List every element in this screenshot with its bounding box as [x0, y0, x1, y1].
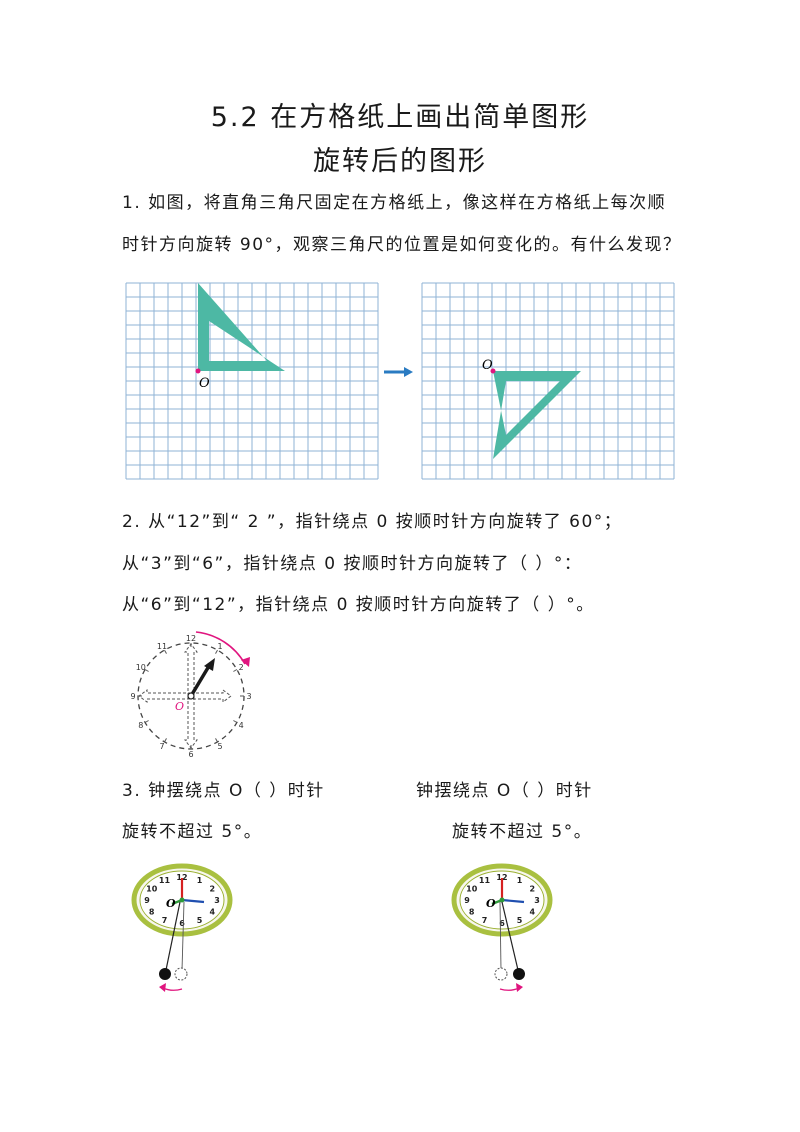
clock-number: 3 — [246, 692, 251, 701]
clock-tick — [215, 738, 218, 743]
clock-number: 8 — [138, 721, 143, 730]
clock-number: 11 — [157, 642, 167, 651]
pendulum-bob — [159, 968, 171, 980]
q2-text-line1: 2. 从“12”到“ 2 ”，指针绕点 0 按顺时针方向旋转了 60°； — [122, 512, 623, 532]
clock-number: 2 — [530, 885, 536, 894]
pivot-label: O — [166, 897, 176, 910]
swing-arc-arrow — [516, 983, 523, 992]
clock-number: 2 — [210, 885, 216, 894]
point-o-label: O — [482, 358, 493, 373]
clock-number: 2 — [239, 663, 244, 672]
clock-number: 3 — [214, 896, 220, 905]
q3-left-line1: 3. 钟摆绕点 O（ ）时针 — [122, 781, 325, 801]
swing-arc — [162, 987, 183, 991]
rotation-arc-arrow — [241, 657, 250, 667]
set-square-after — [493, 371, 581, 459]
clock-number: 12 — [496, 873, 507, 882]
clock-number: 1 — [197, 876, 203, 885]
clock-number: 11 — [479, 876, 491, 885]
hand-blue — [181, 898, 205, 904]
q2-text-line2: 从“3”到“6”，指针绕点 0 按顺时针方向旋转了（ ）°： — [122, 554, 583, 574]
clock-number: 6 — [179, 919, 185, 928]
clock-number: 12 — [176, 873, 187, 882]
pendulum-bob — [513, 968, 525, 980]
dashed-arrows — [138, 643, 232, 749]
clock-tick — [144, 669, 149, 672]
pendulum-bob-rest — [174, 967, 188, 981]
rotation-arc — [195, 631, 246, 665]
q1-text-line1: 1. 如图，将直角三角尺固定在方格纸上，像这样在方格纸上每次顺 — [122, 193, 667, 213]
pendulum-rod-rest — [499, 901, 502, 971]
clock-number: 4 — [239, 721, 244, 730]
set-square-before — [198, 283, 285, 371]
clock-hand — [189, 665, 211, 697]
clock-number: 11 — [159, 876, 171, 885]
clock-number: 8 — [149, 908, 155, 917]
clock-number: 8 — [469, 908, 475, 917]
clock-number: 7 — [482, 916, 488, 925]
clock-tick — [233, 669, 238, 672]
clock-number: 5 — [517, 916, 523, 925]
point-o-marker — [195, 368, 201, 374]
q3-right-line2: 旋转不超过 5°。 — [452, 822, 593, 842]
q1-text-line2: 时针方向旋转 90°，观察三角尺的位置是如何变化的。有什么发现？ — [122, 235, 682, 255]
pendulum-rod-rest — [181, 901, 185, 971]
pendulum-rod — [501, 901, 519, 971]
q2-text-line3: 从“6”到“12”，指针绕点 0 按顺时针方向旋转了（ ）°。 — [122, 595, 595, 615]
point-o-label: O — [199, 376, 210, 391]
clock-number: 10 — [466, 885, 478, 894]
clock-number: 9 — [464, 896, 470, 905]
clock-number: 10 — [136, 663, 146, 672]
page-title: 5.2 在方格纸上画出简单图形 — [210, 102, 590, 133]
hand-blue — [501, 898, 525, 904]
rotation-arrow-icon — [384, 367, 413, 377]
clock-hand-tip — [204, 658, 215, 671]
point-o-marker — [490, 368, 496, 374]
q1-grid-after: O — [421, 282, 675, 480]
q3-right-line1: 钟摆绕点 O（ ）时针 — [416, 781, 593, 801]
clock-number: 9 — [130, 692, 135, 701]
clock-tick — [164, 738, 167, 743]
clock-number: 6 — [188, 750, 193, 759]
clock-tick — [164, 649, 167, 654]
clock-number: 4 — [210, 908, 216, 917]
q1-grid-before: O — [125, 282, 379, 480]
clock-number: 12 — [186, 634, 196, 643]
clock-number: 10 — [146, 885, 158, 894]
clock-number: 7 — [159, 742, 164, 751]
clock-number: 1 — [217, 642, 222, 651]
clock-number: 1 — [517, 876, 523, 885]
pendulum-bob-rest — [494, 967, 508, 981]
clock-number: 5 — [217, 742, 222, 751]
clock-center-label: O — [175, 700, 184, 713]
clock-tick — [144, 720, 149, 723]
clock-center — [187, 692, 195, 700]
swing-arc-arrow — [159, 983, 166, 992]
clock-number: 4 — [530, 908, 536, 917]
grid-lines — [421, 282, 675, 480]
clock-tick — [215, 649, 218, 654]
page-subtitle: 旋转后的图形 — [313, 146, 487, 177]
clock-number: 5 — [197, 916, 203, 925]
q3-left-line2: 旋转不超过 5°。 — [122, 822, 263, 842]
clock-number: 9 — [144, 896, 150, 905]
swing-arc — [499, 987, 520, 991]
clock-number: 3 — [534, 896, 540, 905]
clock-tick — [233, 720, 238, 723]
pivot-label: O — [486, 897, 496, 910]
clock-number: 6 — [499, 919, 505, 928]
clock-number: 7 — [162, 916, 168, 925]
pendulum-rod — [165, 901, 181, 971]
grid-lines — [125, 282, 379, 480]
